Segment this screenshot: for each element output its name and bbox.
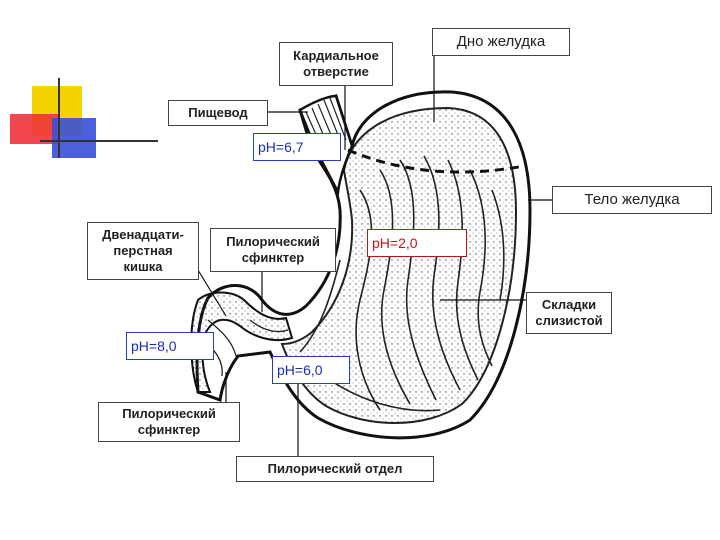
ph-pylorus-value: pH=6,0 — [277, 362, 323, 378]
body-label: Тело желудка — [552, 186, 712, 214]
leader-lines — [197, 55, 552, 458]
cardiac-opening-line-2: отверстие — [303, 64, 369, 79]
duodenum-line-2: перстная — [113, 243, 173, 258]
ph-body-value: pH=2,0 — [372, 235, 418, 251]
ph-esophagus-value: pH=6,7 — [258, 139, 304, 155]
fundus-text: Дно желудка — [456, 33, 546, 50]
cardiac-opening-label: Кардиальное отверстие — [279, 42, 393, 86]
cardiac-opening-line-1: Кардиальное — [293, 48, 379, 63]
mucosal-folds-line-2: слизистой — [535, 313, 603, 328]
decor-red-square — [10, 114, 58, 144]
fundus-label: Дно желудка — [432, 28, 570, 56]
duodenum-line-1: Двенадцати- — [102, 227, 184, 242]
ph-duodenum-value: pH=8,0 — [131, 338, 177, 354]
esophagus-text: Пищевод — [188, 105, 248, 120]
duodenum-line-3: кишка — [123, 259, 163, 274]
fundus-body-boundary — [347, 148, 525, 174]
ph-body-box: pH=2,0 — [367, 229, 467, 257]
pyloric-sphincter-top-line-2: сфинктер — [241, 250, 305, 265]
duodenum-label: Двенадцати- перстная кишка — [87, 222, 199, 280]
esophagus-label: Пищевод — [168, 100, 268, 126]
pyloric-part-text: Пилорический отдел — [267, 461, 403, 476]
pyloric-sphincter-top-line-1: Пилорический — [226, 234, 320, 249]
pyloric-sphincter-bottom-line-2: сфинктер — [137, 422, 201, 437]
decor-horizontal-line — [40, 140, 158, 142]
body-text: Тело желудка — [584, 191, 680, 208]
decor-vertical-line — [58, 78, 60, 158]
ph-duodenum-box: pH=8,0 — [126, 332, 214, 360]
pyloric-sphincter-bottom-label: Пилорический сфинктер — [98, 402, 240, 442]
pyloric-sphincter-bottom-line-1: Пилорический — [122, 406, 216, 421]
mucosal-folds-label: Складки слизистой — [526, 292, 612, 334]
duodenum-tube — [190, 291, 294, 393]
pyloric-part-label: Пилорический отдел — [236, 456, 434, 482]
ph-pylorus-box: pH=6,0 — [272, 356, 350, 384]
pyloric-sphincter-top-label: Пилорический сфинктер — [210, 228, 336, 272]
mucosal-folds-line-1: Складки — [541, 297, 597, 312]
mucosal-folds — [299, 155, 505, 412]
ph-esophagus-box: pH=6,7 — [253, 133, 341, 161]
